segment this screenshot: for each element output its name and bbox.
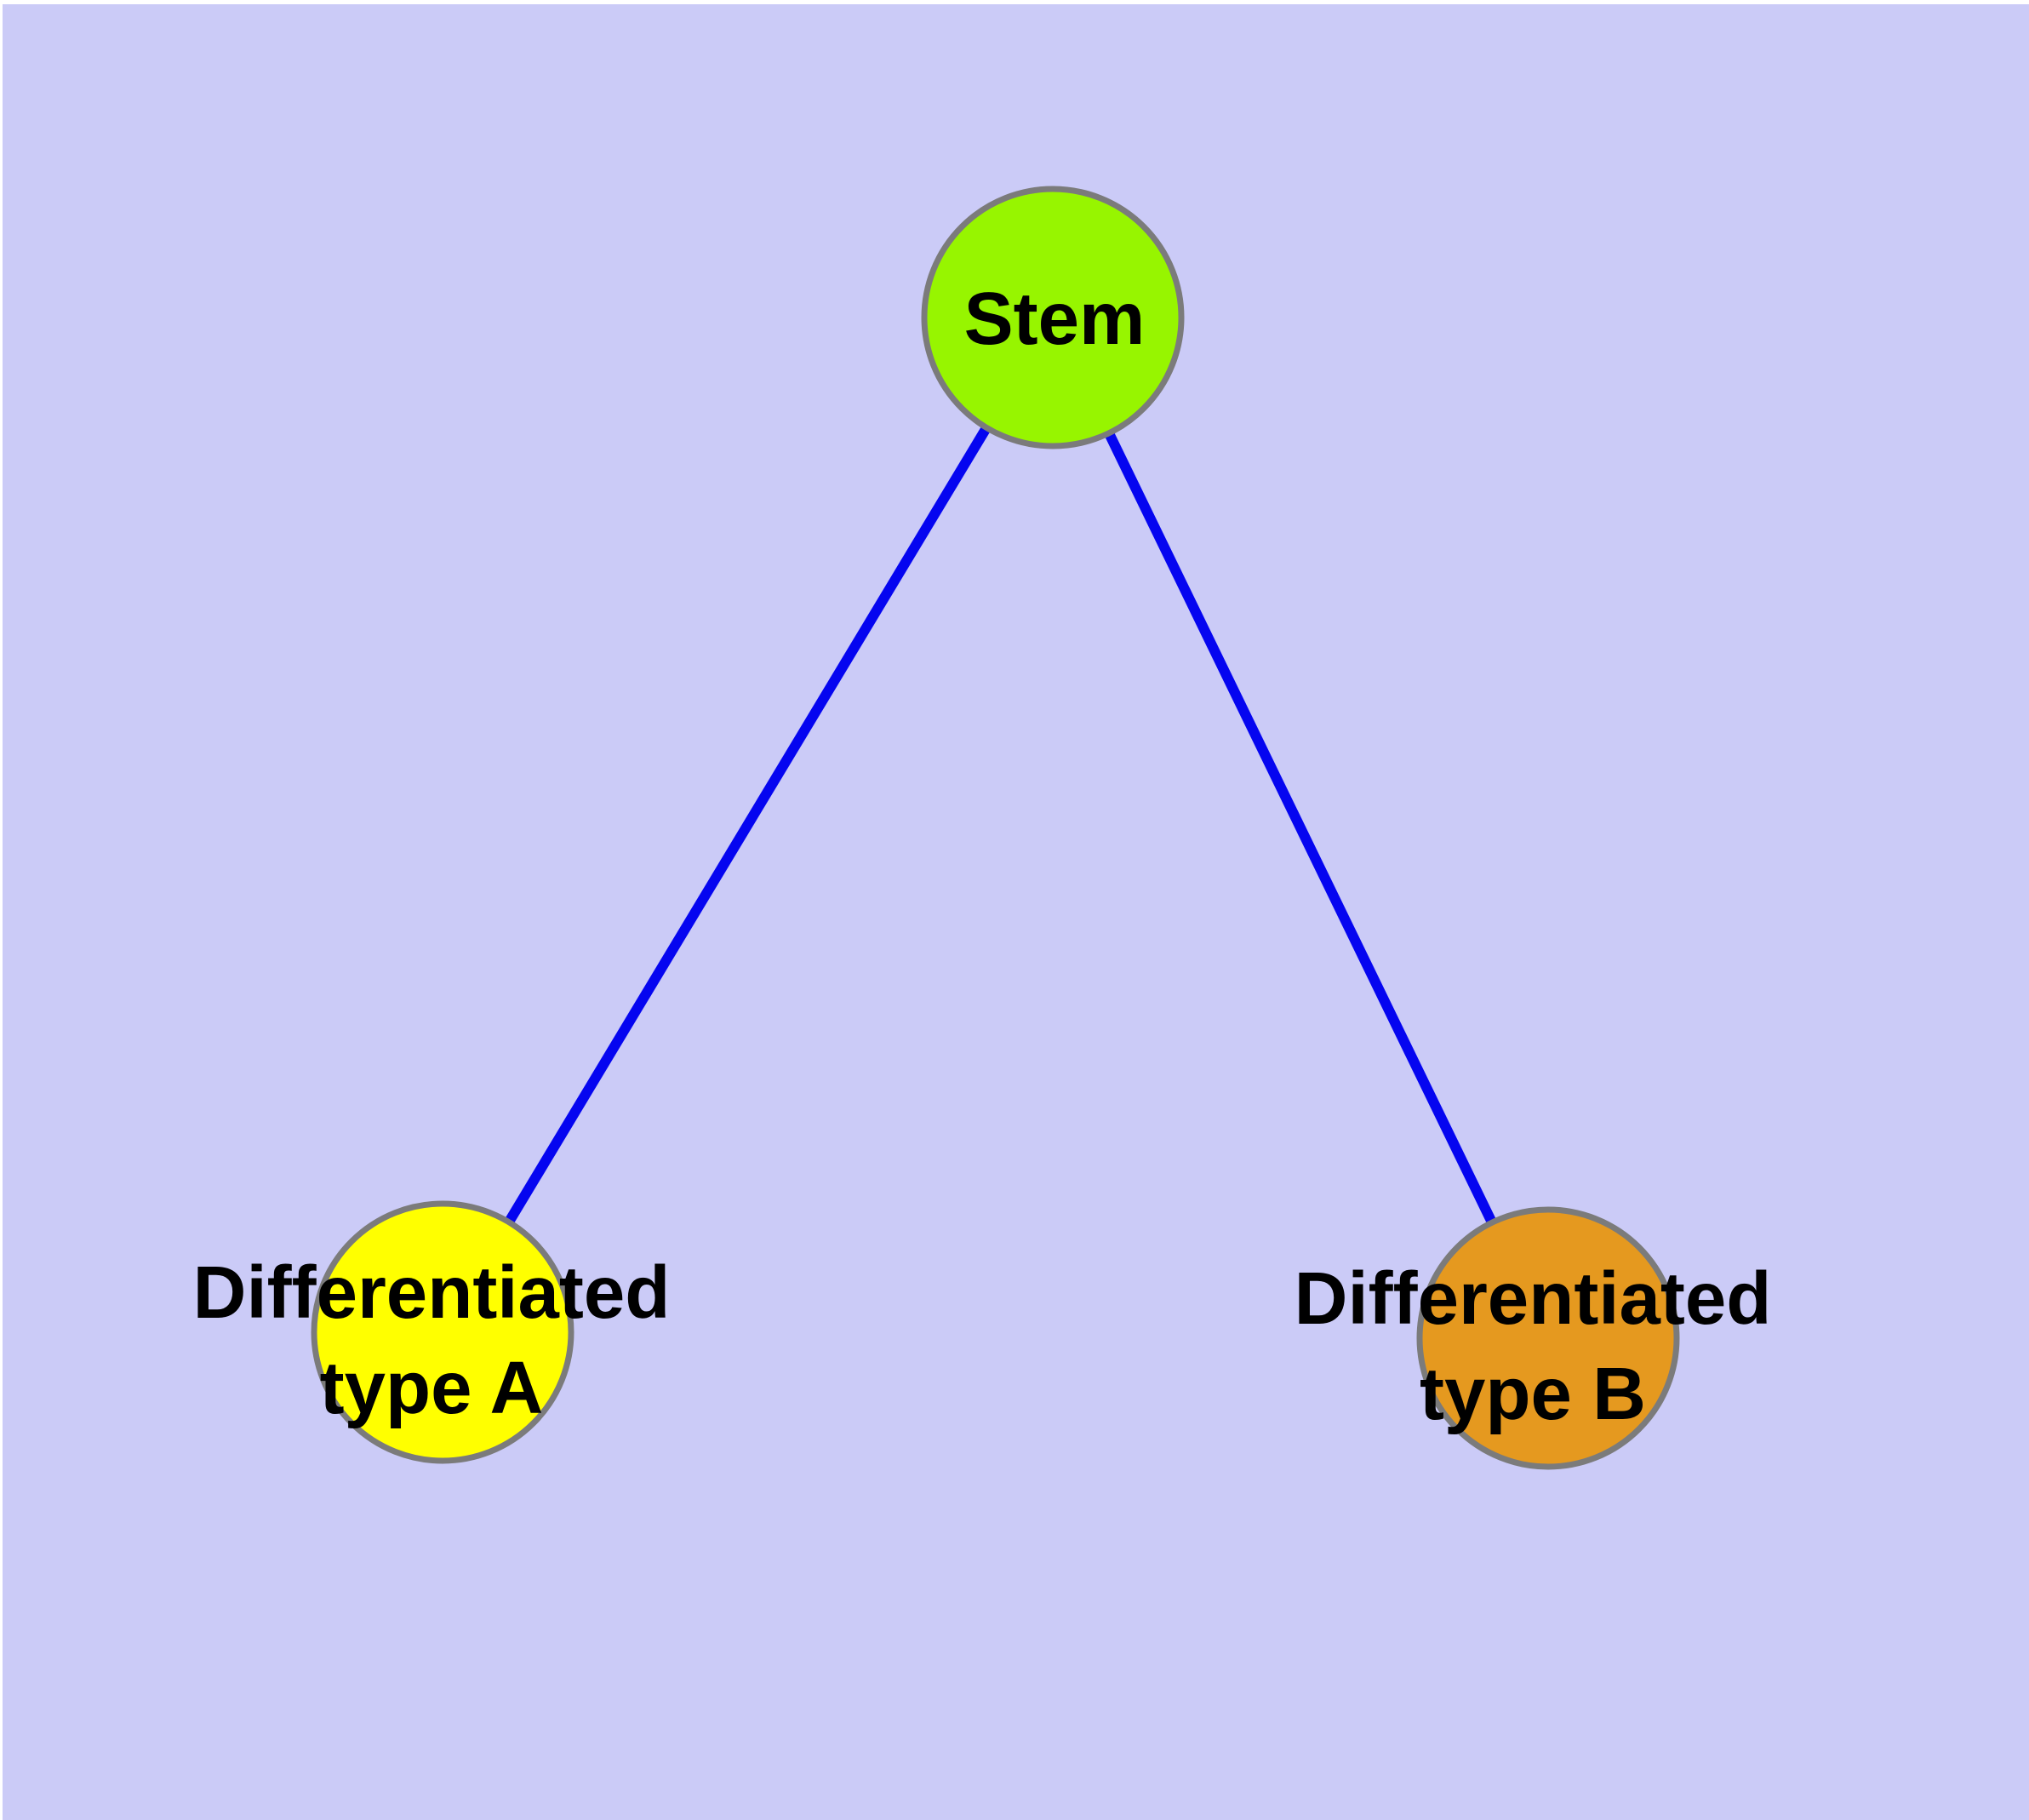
type-a-node-label-line2: type A <box>320 1347 544 1429</box>
edge-stem-to-type-a <box>437 314 1058 1336</box>
type-a-node-label-line1: Differentiated <box>193 1251 671 1334</box>
type-b-node-label-line1: Differentiated <box>1295 1257 1772 1340</box>
edge-stem-to-type-b <box>1048 315 1553 1341</box>
stem-node: Stem <box>921 186 1185 449</box>
type-b-node: Differentiated type B <box>1295 1206 1772 1470</box>
stem-node-label: Stem <box>964 278 1146 360</box>
type-b-node-label-line2: type B <box>1420 1353 1646 1435</box>
type-a-node: Differentiated type A <box>193 1200 671 1464</box>
node-group: Stem Differentiated type A Differentiate… <box>193 186 1772 1470</box>
stem-node-circle <box>921 186 1185 449</box>
type-a-node-circle <box>311 1200 574 1464</box>
type-b-node-circle <box>1416 1206 1680 1470</box>
edge-group <box>437 314 1553 1341</box>
